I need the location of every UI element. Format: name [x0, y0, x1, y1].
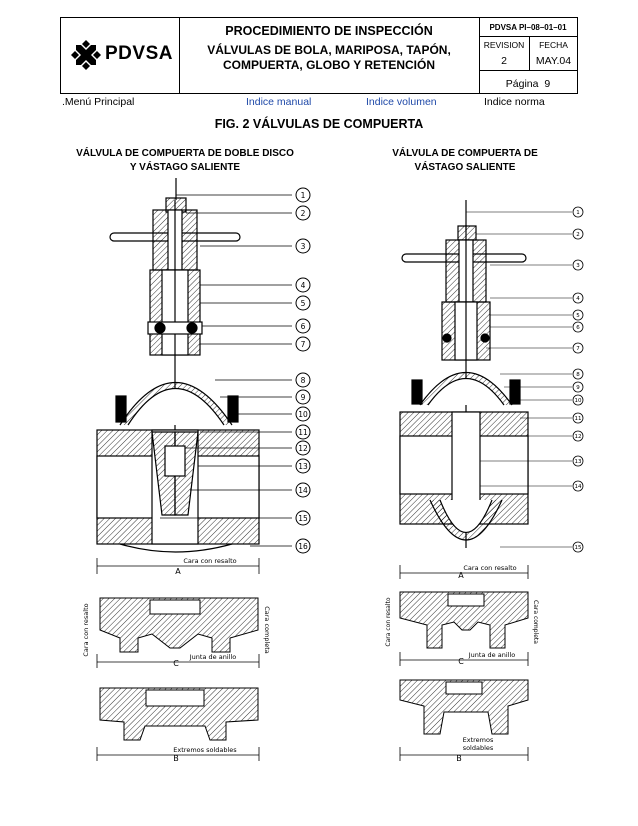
callout-left-13: 13 [298, 462, 308, 471]
callout-left-15: 15 [298, 514, 308, 523]
left-extremos-soldables: Extremos soldables [173, 746, 237, 754]
left-valve-drawing [96, 178, 260, 553]
left-valve-title: VÁLVULA DE COMPUERTA DE DOBLE DISCO Y VÁ… [62, 147, 308, 175]
menu-principal-link[interactable]: .Menú Principal [62, 96, 135, 108]
callout-left-8: 8 [301, 376, 306, 385]
right-title-line-1: VÁLVULA DE COMPUERTA DE [392, 148, 538, 159]
left-title-line-2: Y VÁSTAGO SALIENTE [129, 162, 241, 173]
callout-right-11: 11 [575, 416, 582, 422]
date-value: MAY.04 [535, 55, 572, 67]
document-title: PROCEDIMIENTO DE INSPECCIÓN [225, 24, 433, 38]
callout-left-4: 4 [301, 281, 306, 290]
callout-right-1: 1 [576, 210, 580, 216]
callout-right-13: 13 [575, 459, 582, 465]
right-extremos-line-2: soldables [463, 744, 494, 752]
right-callouts [466, 211, 572, 548]
callout-left-10: 10 [298, 410, 308, 419]
callout-left-16: 16 [298, 542, 308, 551]
left-callout-markers [295, 187, 311, 554]
left-end-detail-b [99, 687, 259, 741]
brand-name: PDVSA [105, 43, 173, 64]
callout-left-14: 14 [298, 486, 308, 495]
left-title-line-1: VÁLVULA DE COMPUERTA DE DOBLE DISCO [76, 148, 294, 159]
right-callout-markers [572, 206, 584, 553]
callout-left-3: 3 [301, 242, 306, 251]
left-cara-completa: Cara completa [263, 606, 271, 654]
callout-right-5: 5 [576, 313, 580, 319]
right-valve-drawing [399, 200, 529, 548]
revision-value: 2 [501, 55, 507, 67]
callout-left-7: 7 [301, 340, 306, 349]
subtitle-line-1: VÁLVULAS DE BOLA, MARIPOSA, TAPÓN, [207, 43, 451, 57]
callout-right-7: 7 [576, 346, 580, 352]
page-label: Página [505, 78, 539, 90]
right-title-line-2: VÁSTAGO SALIENTE [414, 162, 516, 173]
callout-right-12: 12 [575, 434, 582, 440]
revision-label: REVISION [483, 40, 525, 50]
callout-left-6: 6 [301, 322, 306, 331]
right-end-detail-b [399, 679, 529, 735]
indice-manual-link[interactable]: Indice manual [246, 96, 312, 108]
callout-right-8: 8 [576, 372, 580, 378]
callout-left-2: 2 [301, 209, 306, 218]
right-dim-c-label: C [458, 657, 464, 666]
left-dim-c-label: C [173, 659, 179, 668]
callout-left-1: 1 [301, 191, 306, 200]
left-dim-b-label: B [173, 754, 179, 763]
date-label: FECHA [539, 40, 568, 50]
right-junta-de-anillo: Junta de anillo [468, 651, 515, 659]
callout-right-15: 15 [575, 545, 582, 551]
pdvsa-logo-icon [71, 40, 101, 70]
page-number: Página 9 [479, 78, 577, 90]
callout-left-5: 5 [301, 299, 306, 308]
callout-right-4: 4 [576, 296, 580, 302]
callout-right-9: 9 [576, 385, 580, 391]
callout-right-6: 6 [576, 325, 580, 331]
callout-right-14: 14 [575, 484, 582, 490]
figure-title: FIG. 2 VÁLVULAS DE COMPUERTA [214, 117, 424, 131]
doc-code: PDVSA PI–08–01–01 [489, 23, 567, 32]
left-dimension-a [96, 558, 260, 574]
title-cell: PROCEDIMIENTO DE INSPECCIÓN VÁLVULAS DE … [179, 18, 480, 93]
page-value: 9 [544, 78, 551, 90]
logo-cell: PDVSA [61, 18, 180, 93]
subtitle-line-2: COMPUERTA, GLOBO Y RETENCIÓN [222, 58, 435, 72]
right-end-detail-c [399, 591, 529, 649]
right-extremos-line-1: Extremos [463, 736, 494, 744]
callout-right-3: 3 [576, 263, 580, 269]
right-cara-con-resalto-vertical: Cara con resalto [385, 597, 392, 646]
document-subtitle: VÁLVULAS DE BOLA, MARIPOSA, TAPÓN, COMPU… [179, 43, 479, 73]
meta-cell: PDVSA PI–08–01–01 REVISION FECHA 2 MAY.0… [479, 18, 577, 93]
document-header: PDVSA PROCEDIMIENTO DE INSPECCIÓN VÁLVUL… [60, 17, 578, 94]
left-end-detail-c [99, 597, 259, 653]
right-cara-con-resalto-label: Cara con resalto [463, 564, 516, 572]
callout-left-9: 9 [301, 393, 306, 402]
callout-left-11: 11 [298, 428, 308, 437]
right-dim-b-label: B [456, 754, 462, 763]
callout-right-10: 10 [575, 398, 582, 404]
indice-norma-link[interactable]: Indice norma [484, 96, 545, 108]
left-callouts [160, 194, 292, 547]
callout-left-12: 12 [298, 444, 308, 453]
left-cara-con-resalto-label: Cara con resalto [183, 557, 236, 565]
left-junta-de-anillo: Junta de anillo [189, 653, 236, 661]
callout-right-2: 2 [576, 232, 580, 238]
indice-volumen-link[interactable]: Indice volumen [366, 96, 437, 108]
right-dim-a-label: A [458, 571, 464, 580]
right-valve-title: VÁLVULA DE COMPUERTA DE VÁSTAGO SALIENTE [375, 147, 555, 175]
right-cara-completa: Cara completa [532, 600, 539, 644]
left-cara-con-resalto-vertical: Cara con resalto [82, 603, 90, 656]
left-dim-a-label: A [175, 567, 181, 576]
